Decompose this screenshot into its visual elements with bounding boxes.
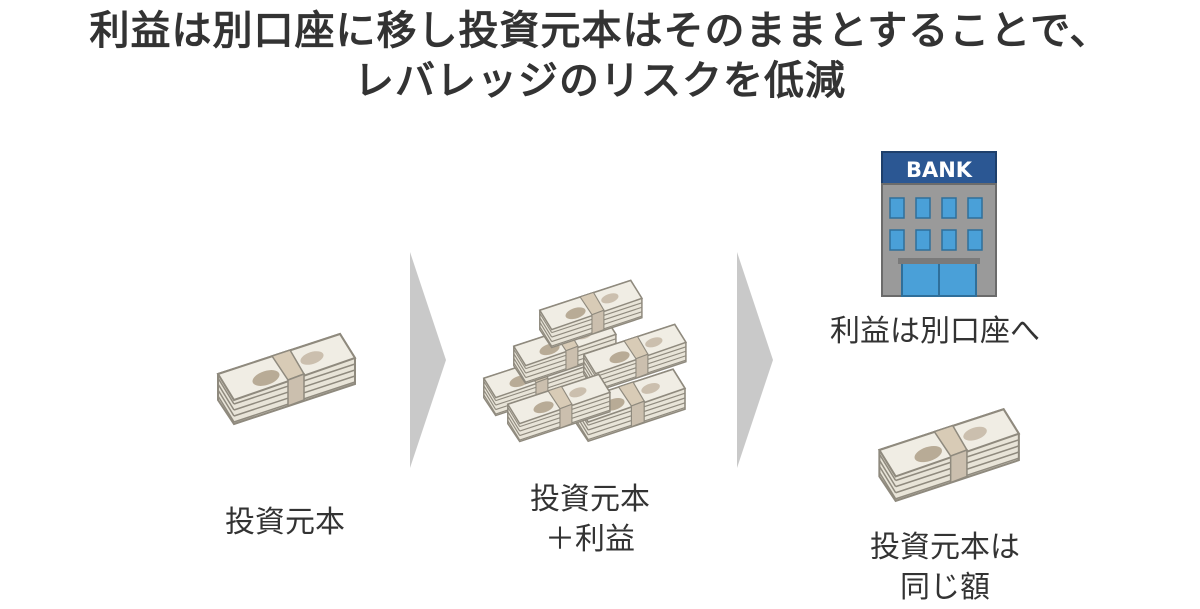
step1-label: 投資元本 [190, 503, 380, 543]
bank-sign-text: BANK [906, 158, 973, 182]
money-pile-icon [483, 279, 687, 443]
step3-line-1: 投資元本は [870, 530, 1020, 565]
bank-label: 利益は別口座へ [800, 312, 1070, 352]
money-stack-icon [217, 333, 356, 425]
arrow-right-2 [737, 252, 773, 468]
bank-label-text: 利益は別口座へ [830, 314, 1040, 349]
arrow-right-1 [410, 252, 446, 468]
step2-label: 投資元本 ＋利益 [495, 480, 685, 560]
step3-label: 投資元本は 同じ額 [835, 528, 1055, 608]
step2-line-1: 投資元本 [530, 482, 650, 517]
step3-line-2: 同じ額 [900, 570, 990, 605]
step1-line-1: 投資元本 [225, 505, 345, 540]
bank-building-icon: BANK [881, 151, 997, 297]
step2-line-2: ＋利益 [545, 522, 635, 557]
title-line-1: 利益は別口座に移し投資元本はそのままとすることで、 [89, 8, 1111, 54]
title-line-2: レバレッジのリスクを低減 [354, 58, 846, 104]
page-title: 利益は別口座に移し投資元本はそのままとすることで、 レバレッジのリスクを低減 [0, 6, 1200, 106]
money-stack-icon-2 [878, 408, 1020, 502]
